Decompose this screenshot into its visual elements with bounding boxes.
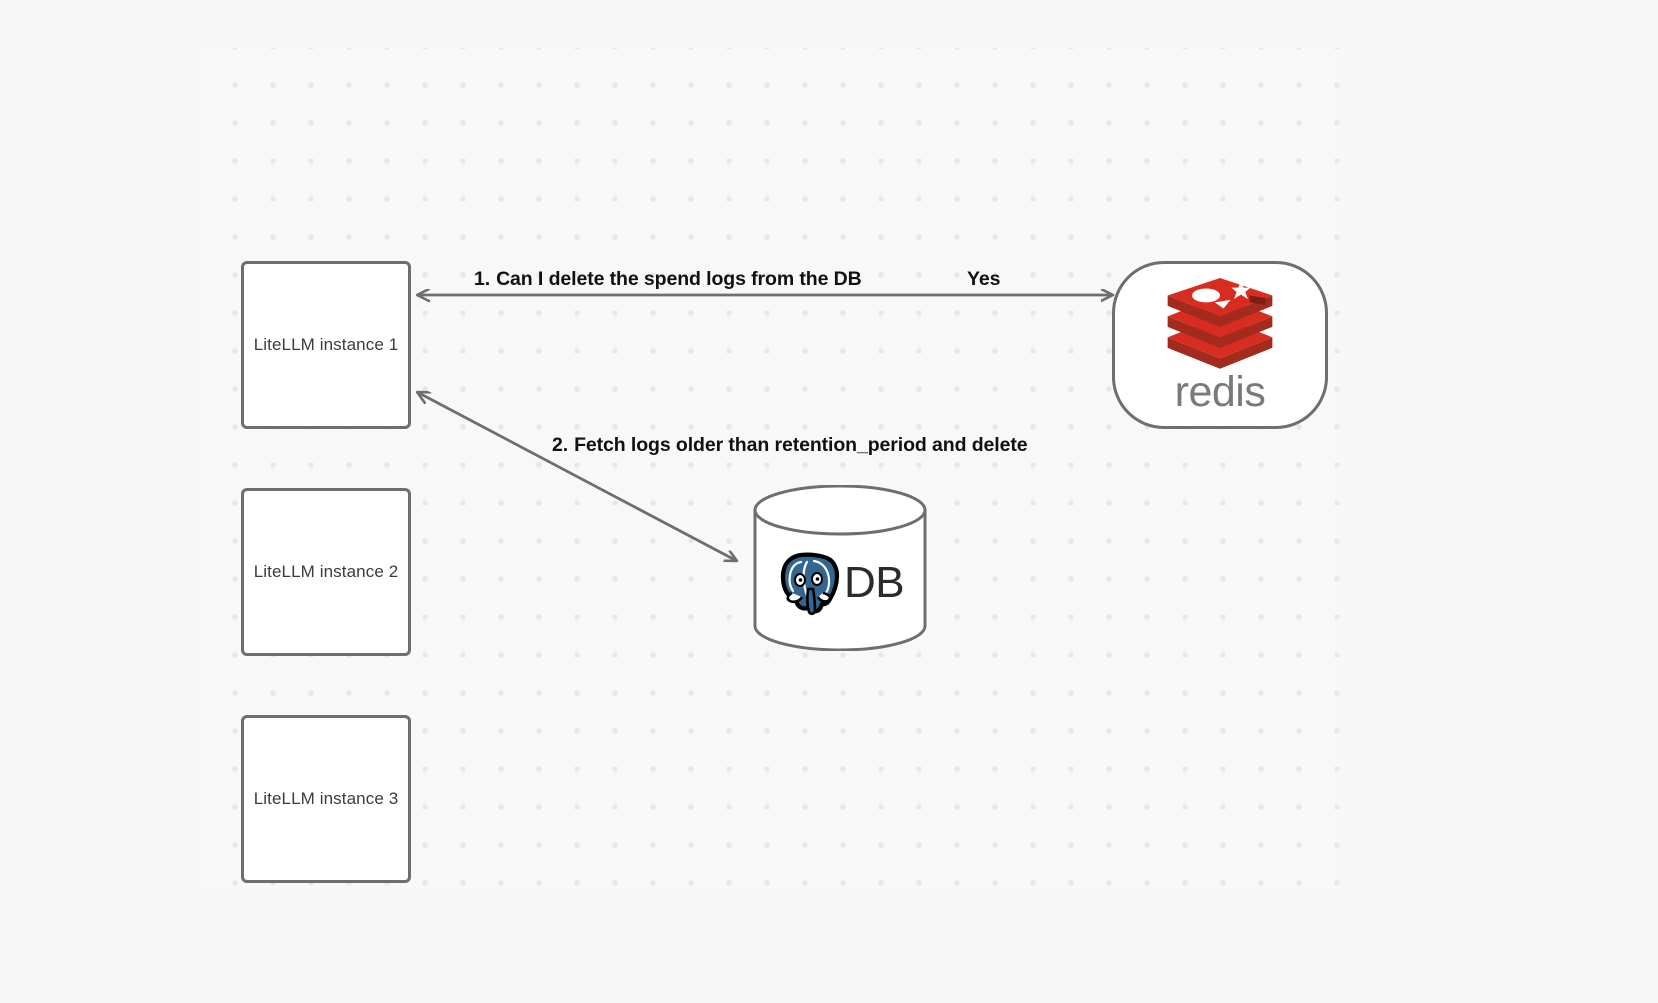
node-litellm-instance-2-label: LiteLLM instance 2 xyxy=(253,562,399,581)
edge-label-2: 2.Fetch logs older than retention_period… xyxy=(552,434,1028,457)
node-redis[interactable]: redis xyxy=(1112,261,1328,429)
edge-1-step: 1. xyxy=(474,268,491,290)
edge-2-step: 2. xyxy=(552,434,569,456)
node-database[interactable]: DB xyxy=(752,485,928,651)
redis-wordmark: redis xyxy=(1174,367,1266,416)
node-litellm-instance-1-label: LiteLLM instance 1 xyxy=(253,335,399,354)
node-litellm-instance-3-label: LiteLLM instance 3 xyxy=(253,789,399,808)
edge-1-text: Can I delete the spend logs from the DB xyxy=(496,268,862,290)
edge-label-1: 1.Can I delete the spend logs from the D… xyxy=(474,268,862,291)
redis-logo: redis xyxy=(1164,277,1276,416)
database-logo-row: DB xyxy=(752,543,928,623)
database-cylinder-shape xyxy=(753,485,927,651)
database-label: DB xyxy=(843,558,905,607)
postgresql-elephant-icon xyxy=(780,552,840,616)
edge-2-text: Fetch logs older than retention_period a… xyxy=(574,434,1028,456)
node-litellm-instance-2[interactable]: LiteLLM instance 2 xyxy=(241,488,411,656)
redis-stack-icon xyxy=(1167,277,1273,369)
edge-label-1-reply: Yes xyxy=(967,268,1001,290)
node-litellm-instance-3[interactable]: LiteLLM instance 3 xyxy=(241,715,411,883)
node-litellm-instance-1[interactable]: LiteLLM instance 1 xyxy=(241,261,411,429)
